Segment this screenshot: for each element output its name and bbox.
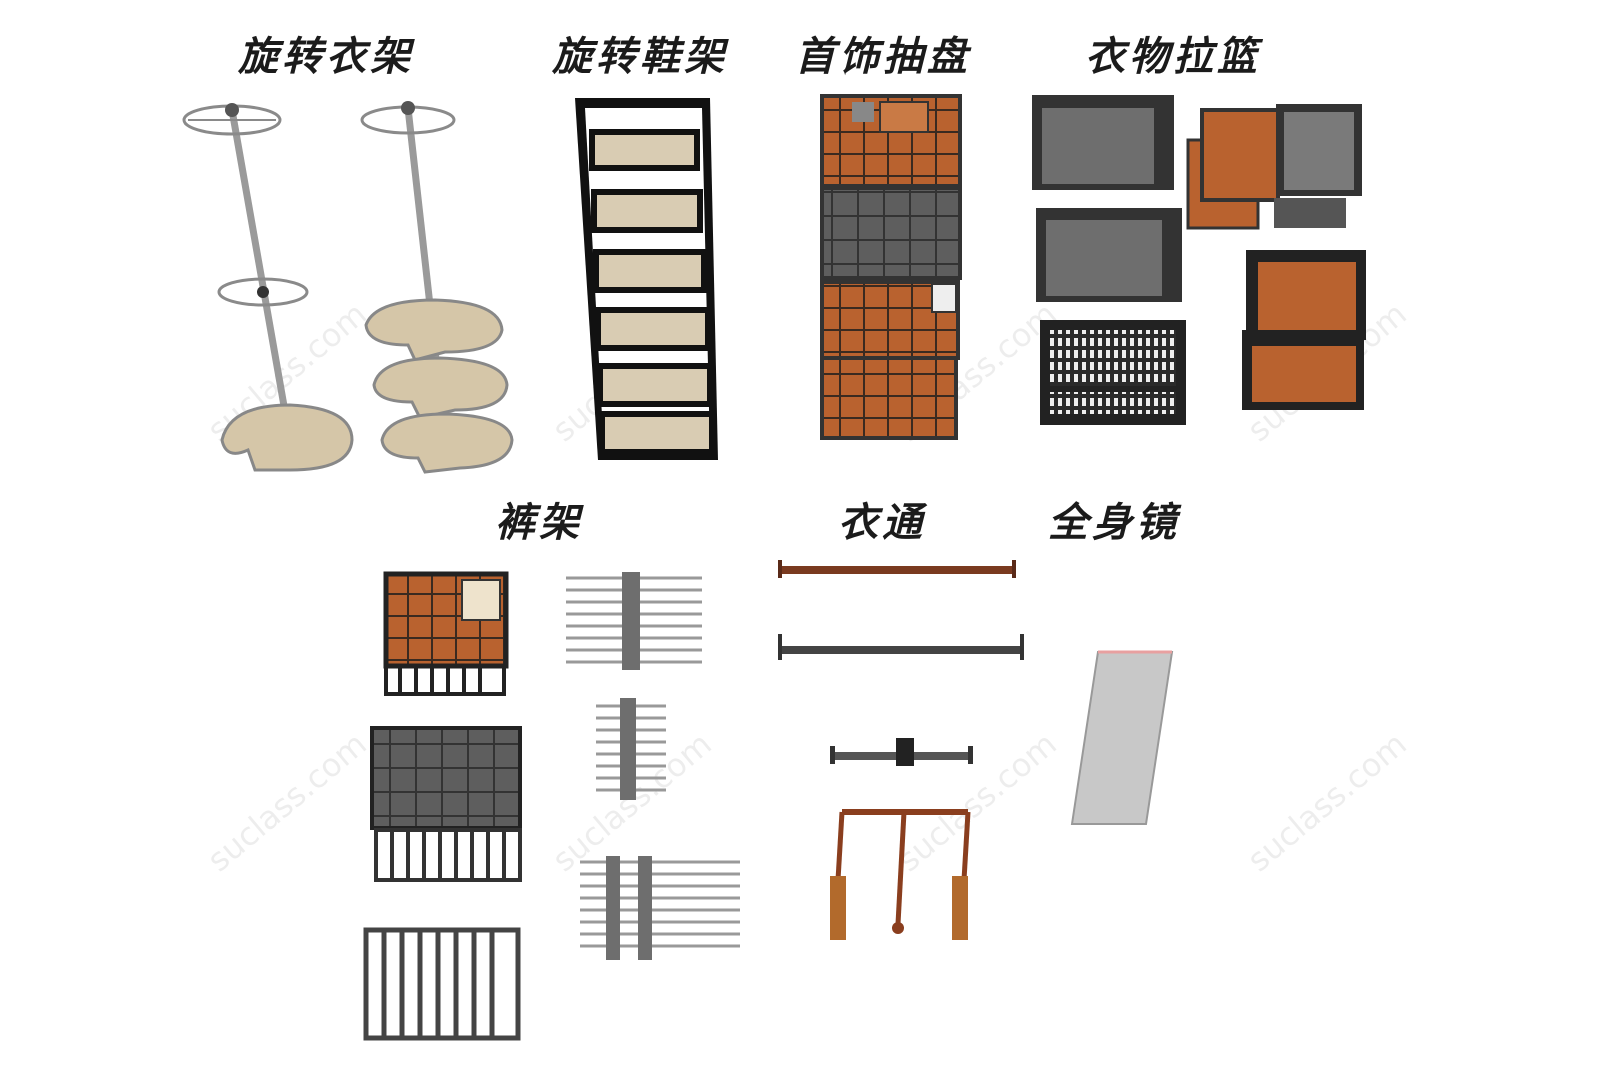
rotating-clothes-rack-1 (182, 103, 354, 472)
rotating-clothes-rack-2 (360, 101, 514, 474)
pants-rod-bar (606, 856, 620, 960)
pants-rack-trays (363, 571, 522, 1041)
full-length-mirror (1070, 650, 1174, 825)
pants-rack-rods (566, 576, 740, 948)
pants-rod-bar (620, 698, 636, 800)
label-rotating-clothes-rack: 旋转衣架 (238, 33, 414, 80)
label-clothes-rail: 衣通 (838, 499, 926, 546)
label-clothes-basket: 衣物拉篮 (1085, 33, 1261, 80)
label-jewelry-drawer: 首饰抽盘 (795, 33, 971, 80)
clothes-baskets (1032, 95, 1366, 425)
label-pants-rack: 裤架 (495, 499, 583, 546)
pants-rod-bar (622, 572, 640, 670)
label-full-length-mirror: 全身镜 (1048, 499, 1180, 546)
jewelry-drawers (820, 94, 962, 440)
clothes-rails (778, 560, 1024, 940)
label-rotating-shoe-rack: 旋转鞋架 (552, 33, 728, 80)
rotating-shoe-rack (575, 98, 718, 460)
pants-rod-bar (638, 856, 652, 960)
